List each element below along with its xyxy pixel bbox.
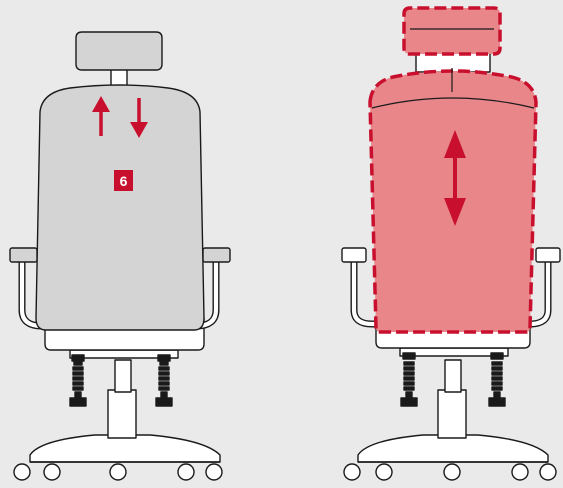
step-badge: 6 [114,170,133,191]
step-badge-label: 6 [120,173,128,189]
left-spring-right [155,354,173,407]
right-chair-headrest [402,6,502,56]
right-chair-armrest-left [341,247,378,328]
left-chair [9,31,231,481]
left-spring-left [69,354,87,407]
right-chair-base [343,434,557,481]
arrow-down-icon [130,98,148,138]
arrow-up-icon [92,96,110,136]
left-chair-base [13,434,223,481]
double-arrow-vertical-icon [444,130,466,226]
right-spring-left [400,352,418,407]
right-spring-right [488,352,506,407]
left-chair-backrest [35,84,205,331]
right-chair [341,6,561,481]
left-chair-column [107,359,137,439]
right-chair-column [437,359,467,439]
left-chair-headrest [75,31,163,71]
right-chair-armrest-right [524,247,561,328]
